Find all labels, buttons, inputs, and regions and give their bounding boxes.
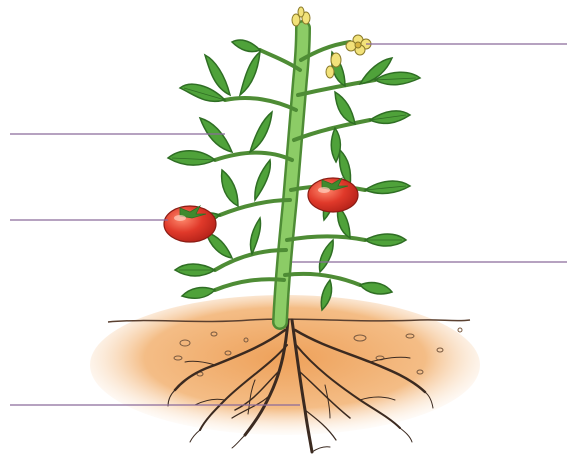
flower-main bbox=[346, 35, 371, 55]
tomato-left bbox=[164, 206, 216, 242]
tomato-right bbox=[308, 178, 358, 212]
